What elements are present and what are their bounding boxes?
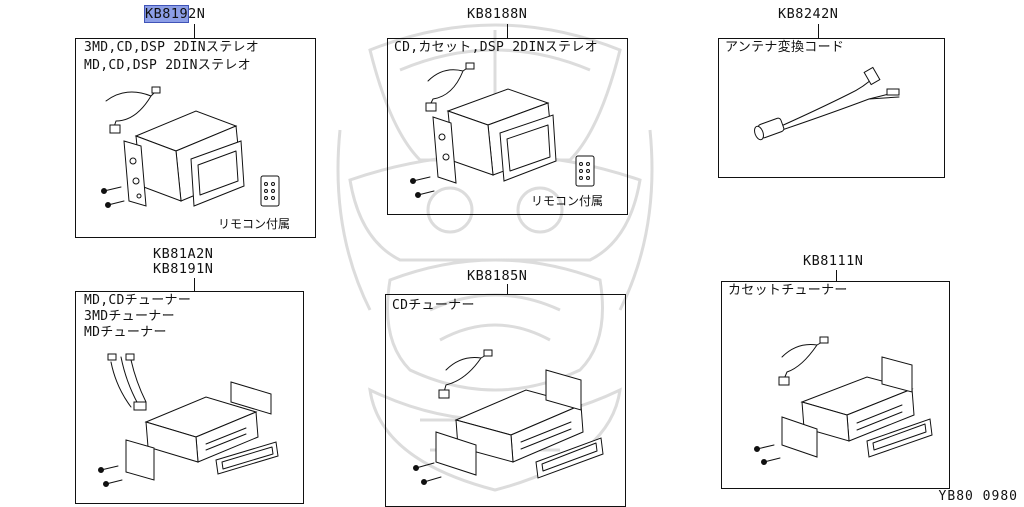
leader-line bbox=[507, 24, 508, 38]
part-box-kb8185n: CDチューナー bbox=[385, 294, 626, 507]
stereo-unit-illustration bbox=[96, 81, 296, 231]
desc-line: CD,カセット,DSP 2DINステレオ bbox=[394, 40, 598, 55]
leader-line bbox=[818, 24, 819, 38]
part-box-kb8242n: アンテナ変換コード bbox=[718, 38, 945, 178]
code-highlight: KB819 bbox=[143, 5, 190, 23]
remote-included-note: リモコン付属 bbox=[218, 217, 291, 231]
part-code-kb8242n[interactable]: KB8242N bbox=[778, 6, 839, 22]
tuner-unit-illustration bbox=[742, 336, 942, 477]
desc-line: MDチューナー bbox=[84, 325, 167, 340]
desc-line: カセットチューナー bbox=[728, 283, 848, 298]
part-box-kb8111n: カセットチューナー bbox=[721, 281, 950, 489]
desc-line: CDチューナー bbox=[392, 298, 475, 313]
part-box-kb8192n: 3MD,CD,DSP 2DINステレオ MD,CD,DSP 2DINステレオ リ… bbox=[75, 38, 316, 238]
part-code-kb8185n[interactable]: KB8185N bbox=[467, 268, 528, 284]
desc-line: MD,CD,DSP 2DINステレオ bbox=[84, 58, 251, 73]
part-code-kb8111n[interactable]: KB8111N bbox=[803, 253, 864, 269]
part-code-kb8192n[interactable]: KB8192N bbox=[143, 5, 206, 23]
desc-line: アンテナ変換コード bbox=[725, 40, 845, 55]
part-box-kb81a2n: MD,CDチューナー 3MDチューナー MDチューナー bbox=[75, 291, 304, 504]
part-code-kb81a2n[interactable]: KB81A2N bbox=[153, 246, 214, 262]
part-box-kb8188n: CD,カセット,DSP 2DINステレオ リモコン付属 bbox=[387, 38, 628, 215]
desc-line: 3MDチューナー bbox=[84, 309, 175, 324]
part-code-kb8191n[interactable]: KB8191N bbox=[153, 261, 214, 277]
code-remainder: 2N bbox=[188, 6, 206, 22]
leader-line bbox=[507, 284, 508, 294]
part-code-kb8188n[interactable]: KB8188N bbox=[467, 6, 528, 22]
antenna-cable-illustration bbox=[749, 59, 929, 169]
leader-line bbox=[194, 24, 195, 38]
tuner-unit-illustration bbox=[96, 352, 296, 492]
desc-line: 3MD,CD,DSP 2DINステレオ bbox=[84, 40, 260, 55]
tuner-unit-illustration bbox=[406, 349, 616, 495]
leader-line bbox=[836, 270, 837, 281]
stereo-unit-illustration bbox=[408, 61, 608, 211]
diagram-reference-code: YB80 0980 bbox=[938, 489, 1018, 504]
remote-included-note: リモコン付属 bbox=[531, 194, 604, 208]
leader-line bbox=[194, 278, 195, 291]
desc-line: MD,CDチューナー bbox=[84, 293, 192, 308]
